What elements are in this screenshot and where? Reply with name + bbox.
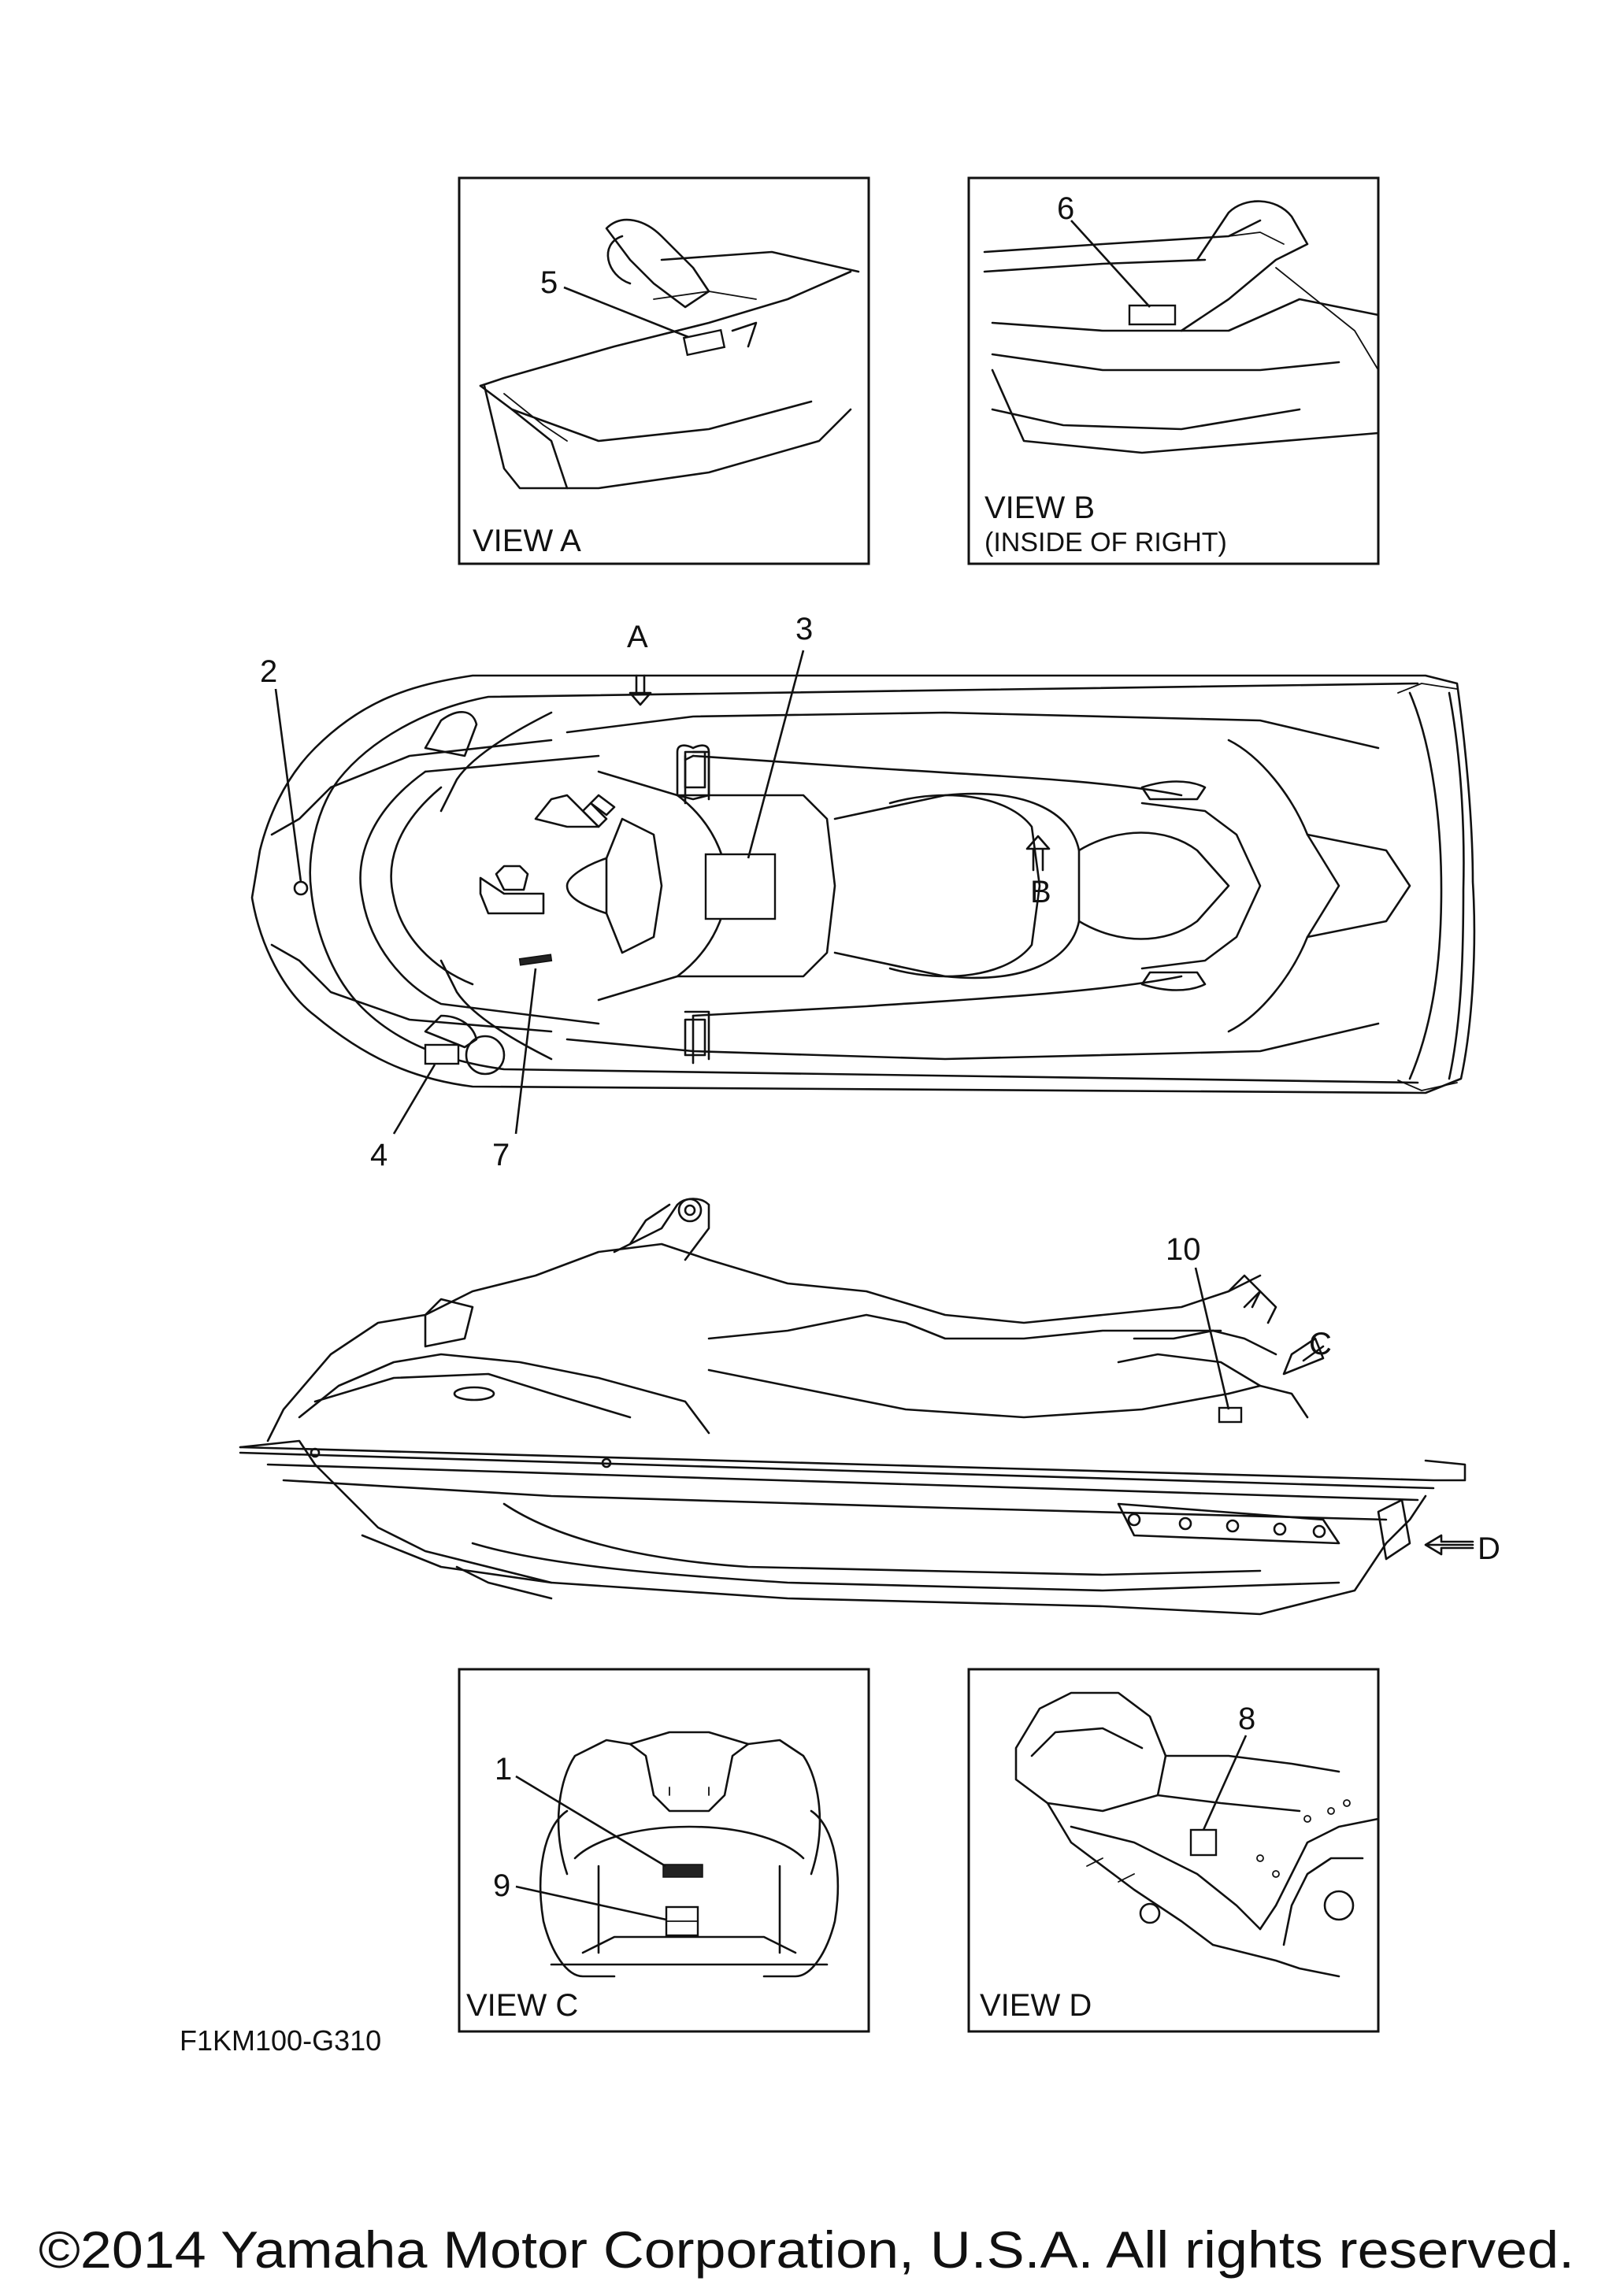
callout-3: 3 <box>795 612 813 646</box>
view-d-panel: 8 VIEW D <box>967 1668 1380 2033</box>
marker-d: D <box>1478 1531 1500 1566</box>
view-c-panel: 1 9 VIEW C <box>458 1668 870 2033</box>
callout-6: 6 <box>1057 191 1074 226</box>
side-view: 10 C D <box>239 1198 1500 1616</box>
view-b-title: VIEW B <box>984 491 1095 525</box>
callout-2: 2 <box>260 654 277 689</box>
top-view: A B 2 3 4 7 <box>250 612 1476 1172</box>
view-c-title: VIEW C <box>466 1988 578 2023</box>
marker-a: A <box>627 620 648 654</box>
view-a-title: VIEW A <box>473 524 581 558</box>
callout-10: 10 <box>1166 1232 1201 1267</box>
callout-8: 8 <box>1238 1702 1255 1736</box>
drawing-code: F1KM100-G310 <box>180 2024 381 2057</box>
callout-9: 9 <box>493 1868 510 1903</box>
copyright-notice: ©2014 Yamaha Motor Corporation, U.S.A. A… <box>39 2220 1574 2279</box>
callout-7: 7 <box>492 1138 510 1172</box>
marker-c: C <box>1309 1327 1332 1361</box>
view-b-panel: 6 VIEW B (INSIDE OF RIGHT) <box>967 176 1380 565</box>
callout-1: 1 <box>495 1752 512 1787</box>
view-d-title: VIEW D <box>980 1988 1092 2023</box>
callout-4: 4 <box>370 1138 387 1172</box>
marker-b: B <box>1030 875 1051 909</box>
view-b-subtitle: (INSIDE OF RIGHT) <box>984 528 1227 557</box>
view-a-panel: 5 VIEW A <box>458 176 870 565</box>
callout-5: 5 <box>540 265 558 300</box>
